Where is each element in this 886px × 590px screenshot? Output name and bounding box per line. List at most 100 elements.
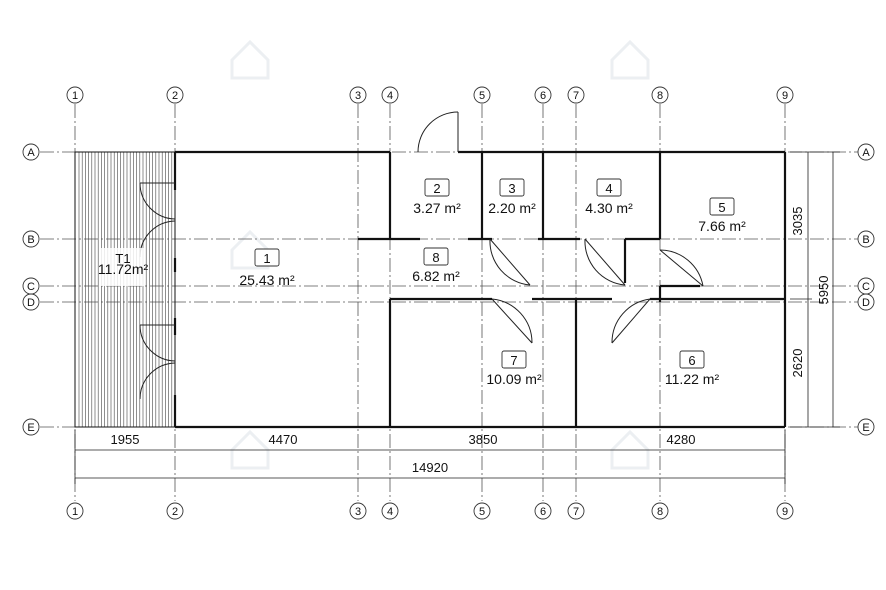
grid-bubble-label: 5 [479,90,485,102]
grid-bubble-label: A [862,147,870,159]
room-number-box [423,247,449,266]
grid-bubble [857,418,875,436]
grid-bubble-label: D [27,297,35,309]
grid-bubble [22,293,40,311]
dim-vertical-top: 3035 [790,207,805,236]
room-number: 1 [263,251,270,266]
room-number: 7 [510,353,517,368]
grid-bubble-label: 4 [387,506,393,518]
grid-bubble [22,143,40,161]
grid-bubble [776,502,794,520]
dim-vertical-bottom: 2620 [790,349,805,378]
room-area: 3.27 m² [413,200,461,216]
grid-bubble [22,418,40,436]
grid-bubble-label: 8 [657,90,663,102]
grid-bubble-label: 8 [657,506,663,518]
dim-segment-2: 4470 [269,432,298,447]
outer-walls [173,150,787,429]
grid-bubble [857,143,875,161]
grid-bubble-label: E [27,422,34,434]
grid-bubble-label: A [27,147,35,159]
grid-bubble-label: 9 [782,90,788,102]
grid-bubble [651,502,669,520]
grid-bubble-label: 7 [573,506,579,518]
grid-bubble [349,86,367,104]
grid-bubble-label: 5 [479,506,485,518]
grid-lines [40,104,858,501]
room-area: 11.72m² [98,261,149,277]
room-area: 2.20 m² [488,200,536,216]
room-number-box [679,350,705,369]
room-area: 11.22 m² [665,371,720,387]
grid-bubble [534,502,552,520]
room-label-backdrop [101,248,145,286]
room-area: 10.09 m² [486,371,542,387]
room-number: 3 [508,181,515,196]
grid-bubble [534,86,552,104]
grid-bubble [473,502,491,520]
dimension-texts: 1955 4470 3850 4280 14920 3035 2620 5950 [111,207,831,475]
grid-bubble [651,86,669,104]
grid-bubble-label: 6 [540,90,546,102]
room-number: 6 [688,353,695,368]
room-number: T1 [115,251,130,266]
room-area: 25.43 m² [239,272,295,288]
room-number-box [596,178,622,197]
inner-walls [358,152,785,427]
grid-bubble-label: D [862,297,870,309]
grid-bubble [857,293,875,311]
dim-total: 14920 [412,460,448,475]
dim-vertical-total: 5950 [816,276,831,305]
dim-segment-4: 4280 [667,432,696,447]
room-number: 2 [433,181,440,196]
grid-bubble-label: 6 [540,506,546,518]
grid-bubble [567,86,585,104]
grid-bubble-label: 3 [355,506,361,518]
grid-bubble [66,502,84,520]
room-number-box [254,248,280,267]
grid-bubble [473,86,491,104]
dim-segment-1: 1955 [111,432,140,447]
grid-bubble-label: E [862,422,869,434]
grid-bubble [66,86,84,104]
room-area: 4.30 m² [585,200,633,216]
dim-segment-3: 3850 [469,432,498,447]
grid-bubble-label: 7 [573,90,579,102]
room-area: 7.66 m² [698,218,746,234]
room-number: 8 [432,250,439,265]
grid-bubble-label: B [27,234,34,246]
room-number: 5 [718,200,725,215]
dimension-lines [74,151,840,484]
grid-bubble-label: 9 [782,506,788,518]
grid-bubble-label: 2 [172,506,178,518]
grid-bubble [22,230,40,248]
grid-bubble-label: C [27,281,35,293]
grid-bubble-label: 1 [72,90,78,102]
grid-bubble-label: B [862,234,869,246]
grid-bubble [166,502,184,520]
terrace-decking [78,152,176,427]
grid-bubble [567,502,585,520]
grid-bubble [381,502,399,520]
room-number-box [501,350,527,369]
terrace-outline [74,151,176,428]
grid-bubble-label: 1 [72,506,78,518]
room-area: 6.82 m² [412,268,460,284]
grid-bubble [381,86,399,104]
room-number-box [709,197,735,216]
room-number-box [499,178,525,197]
grid-bubble-label: 2 [172,90,178,102]
doors [139,111,704,400]
room-number: 4 [605,181,612,196]
grid-bubble [776,86,794,104]
grid-bubble-label: 3 [355,90,361,102]
grid-bubble [166,86,184,104]
grid-bubble [857,230,875,248]
grid-bubble-label: 4 [387,90,393,102]
room-number-box [424,178,450,197]
grid-bubble [349,502,367,520]
grid-bubble-label: C [862,281,870,293]
